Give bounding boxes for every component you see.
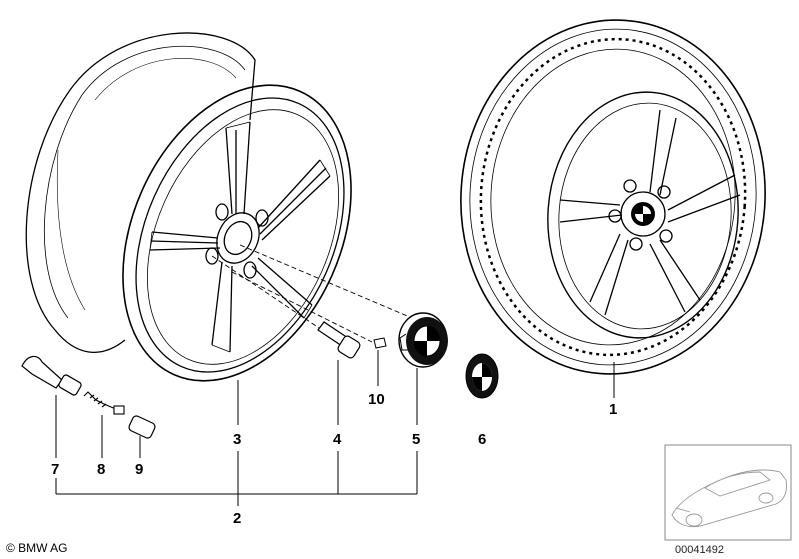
hub-cap[interactable]: [398, 312, 448, 368]
valve-insert[interactable]: [83, 391, 125, 415]
copyright-notice: © BMW AG: [6, 541, 68, 555]
assembly-lines: [211, 244, 413, 343]
label-1: 1: [609, 401, 617, 418]
vehicle-thumbnail: [664, 444, 792, 541]
drawing-number: 00041492: [675, 544, 724, 556]
label-10: 10: [368, 391, 385, 408]
alloy-rim[interactable]: [25, 32, 395, 417]
wheel-hub-emblem: [631, 202, 655, 226]
label-7: 7: [51, 461, 59, 478]
bmw-emblem[interactable]: [465, 353, 499, 399]
label-3: 3: [233, 431, 241, 448]
label-5: 5: [412, 431, 420, 448]
complete-wheel-with-tyre[interactable]: [449, 10, 777, 384]
tyre-valve[interactable]: [21, 355, 82, 396]
label-4: 4: [333, 431, 342, 448]
small-plate[interactable]: [373, 337, 387, 349]
label-2: 2: [233, 510, 241, 527]
copyright-text: © BMW AG: [6, 541, 68, 555]
label-8: 8: [97, 461, 105, 478]
label-9: 9: [135, 461, 143, 478]
leader-lines: [55, 350, 615, 506]
valve-cap[interactable]: [128, 415, 157, 440]
label-6: 6: [478, 431, 486, 448]
wheel-bolt[interactable]: [317, 321, 361, 359]
